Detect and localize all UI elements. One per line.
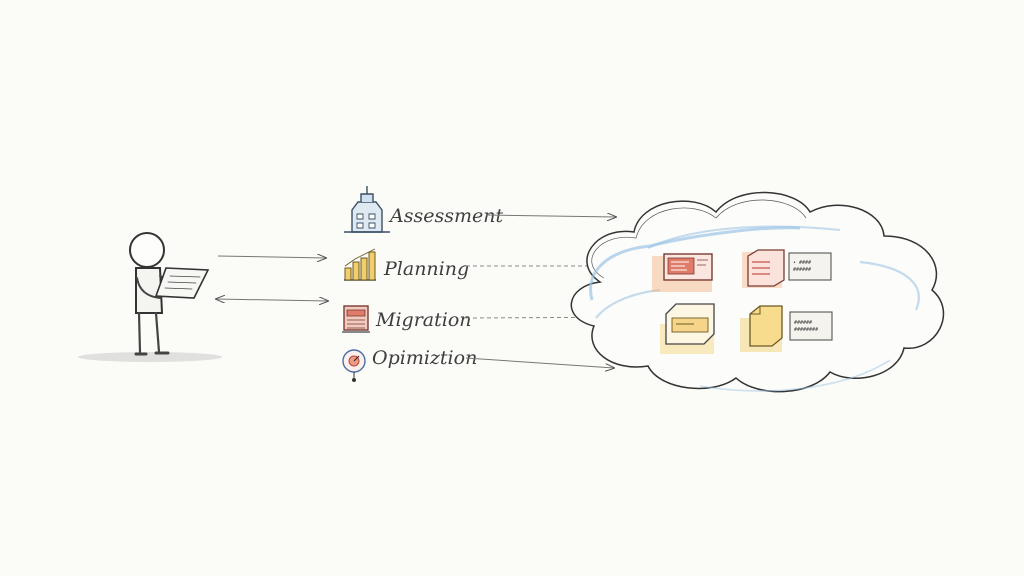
arrow-assessment-to-cloud: [485, 215, 616, 217]
person-feet: [134, 351, 170, 356]
cloud-note-bottom: ###### ########: [789, 311, 833, 341]
gauge-icon: [342, 349, 366, 382]
person-head: [129, 232, 165, 268]
building-icon: [344, 186, 390, 233]
arrow-person-migration-bidirectional: [216, 299, 328, 301]
note-bottom-line-2: ########: [794, 327, 818, 333]
cloud-server-box-icon: [742, 249, 785, 288]
note-bottom-line-1: ######: [794, 320, 812, 326]
step-label-optimization: Opimiztion: [372, 347, 477, 369]
note-top-line-1: • ####: [793, 260, 811, 266]
bar-chart-icon: [344, 248, 376, 281]
person-legs: [137, 311, 161, 354]
cloud-note-top: • #### ######: [788, 252, 832, 281]
person-body: [135, 267, 164, 314]
server-rack-icon: [342, 305, 370, 333]
person-figure: [78, 232, 222, 362]
cloud-shape: [570, 191, 945, 393]
arrow-optimization-to-cloud: [465, 357, 614, 368]
step-label-assessment: Assessment: [388, 205, 503, 227]
step-label-planning: Planning: [383, 258, 469, 280]
person-shadow: [78, 352, 222, 362]
cloud-app-window-icon: [652, 253, 713, 292]
document-icon: [154, 267, 210, 299]
cloud-folder-box-icon: [660, 303, 715, 354]
step-label-migration: Migration: [375, 309, 472, 331]
cloud-storage-box-icon: [740, 305, 783, 352]
arrow-person-to-planning: [217, 256, 326, 258]
note-top-line-2: ######: [793, 267, 811, 273]
